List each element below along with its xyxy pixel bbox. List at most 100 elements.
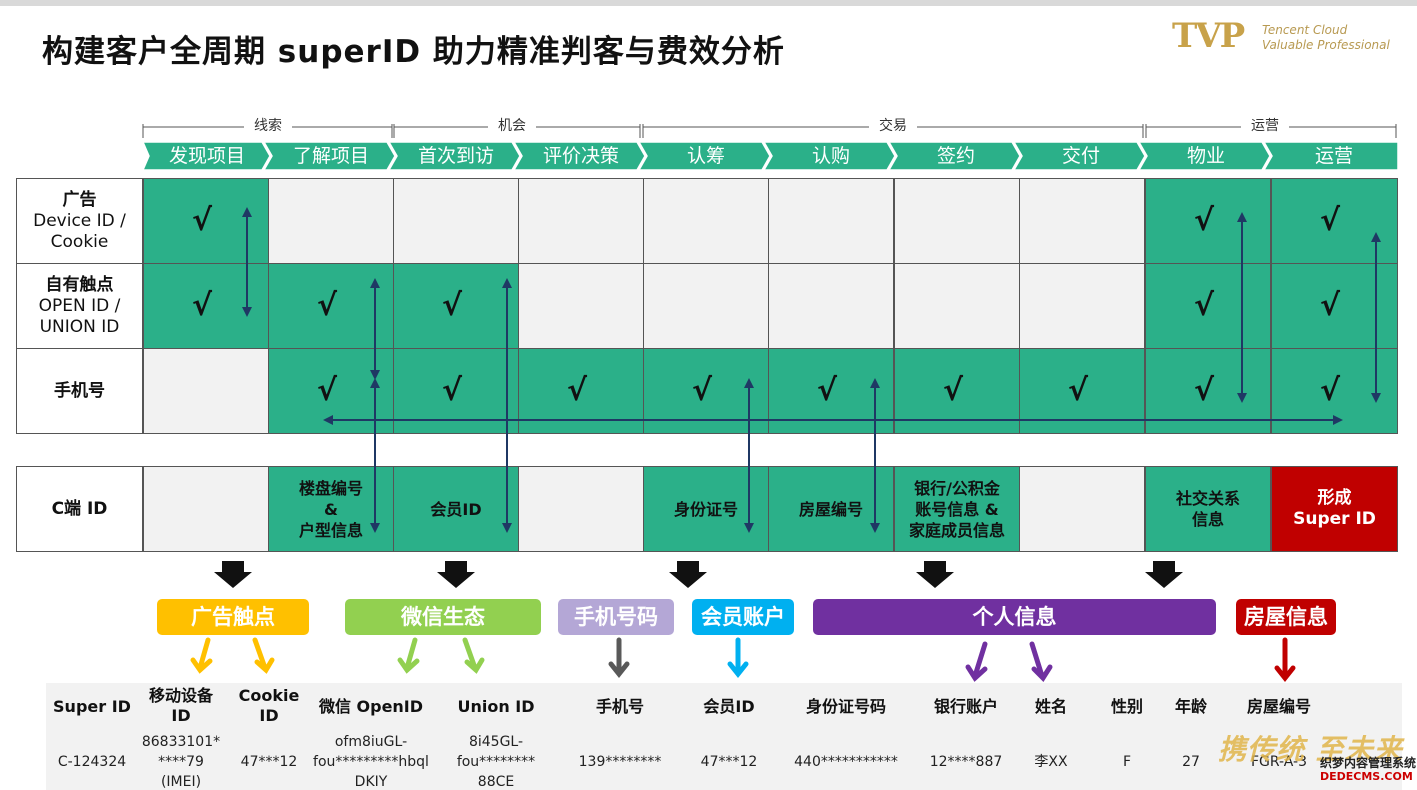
check-mark: √ bbox=[1319, 288, 1340, 323]
logo-mark: TVP bbox=[1172, 16, 1245, 56]
arrow-wechat-1 bbox=[397, 637, 420, 674]
field-value: F bbox=[1122, 754, 1132, 770]
row-label-phone: 手机号 bbox=[16, 348, 143, 434]
matrix-cell bbox=[768, 178, 894, 264]
category-member-account: 会员账户 bbox=[692, 599, 794, 635]
matrix-cell bbox=[768, 263, 894, 349]
stage-operate: 运营 bbox=[1314, 145, 1353, 167]
check-mark: √ bbox=[1319, 203, 1340, 238]
cid-cell bbox=[1019, 466, 1145, 552]
row-title: 自有触点 bbox=[45, 274, 114, 295]
category-house-info: 房屋信息 bbox=[1236, 599, 1336, 635]
matrix-cell bbox=[1019, 178, 1145, 264]
check-mark: √ bbox=[191, 203, 212, 238]
check-mark: √ bbox=[1067, 373, 1088, 408]
check-mark: √ bbox=[566, 373, 587, 408]
down-arrow-5 bbox=[1145, 561, 1183, 588]
row-label-own-touchpoint: 自有触点 OPEN ID / UNION ID bbox=[16, 263, 143, 349]
field-header: Cookie ID bbox=[238, 686, 300, 725]
field-value: 12****887 bbox=[929, 754, 1003, 770]
matrix-cell bbox=[143, 348, 269, 434]
field-header: 姓名 bbox=[1034, 697, 1067, 716]
cid-cell: 社交关系 信息 bbox=[1145, 466, 1271, 552]
field-value: 139******** bbox=[578, 754, 662, 770]
field-header: 房屋编号 bbox=[1246, 697, 1311, 716]
row-label-ad: 广告 Device ID / Cookie bbox=[16, 178, 143, 264]
row-title: 手机号 bbox=[54, 380, 105, 401]
field-header: 会员ID bbox=[703, 697, 755, 716]
field-value: 47***12 bbox=[700, 754, 758, 770]
field-header: 银行账户 bbox=[933, 697, 998, 716]
field-header: 身份证号码 bbox=[805, 697, 886, 716]
field-value: 27 bbox=[1182, 754, 1200, 770]
row-title: 广告 bbox=[62, 189, 97, 210]
category-wechat: 微信生态 bbox=[345, 599, 541, 635]
stage-understand: 了解项目 bbox=[292, 145, 369, 167]
field-value: FGR-A-3 bbox=[1250, 754, 1308, 770]
field-value: 8i45GL- fou******** 88CE bbox=[456, 734, 536, 790]
stage-discover: 发现项目 bbox=[168, 145, 245, 167]
field-value: 47***12 bbox=[240, 754, 298, 770]
cid-cell bbox=[143, 466, 269, 552]
check-mark: √ bbox=[691, 373, 712, 408]
tvp-logo: TVP Tencent Cloud Valuable Professional bbox=[1172, 16, 1392, 60]
logo-line-2: Valuable Professional bbox=[1262, 38, 1390, 52]
check-mark: √ bbox=[1193, 203, 1214, 238]
category-phone-number: 手机号码 bbox=[558, 599, 674, 635]
arrow-member bbox=[727, 637, 749, 679]
arrow-wechat-2 bbox=[462, 637, 485, 674]
field-header: 年龄 bbox=[1174, 697, 1207, 716]
down-arrow-3 bbox=[669, 561, 707, 588]
watermark-cms: 织梦内容管理系统 bbox=[1320, 756, 1417, 770]
stage-property: 物业 bbox=[1186, 145, 1225, 167]
arrow-ad-touch-1 bbox=[190, 637, 213, 674]
matrix-cell bbox=[393, 178, 519, 264]
matrix-cell bbox=[894, 263, 1020, 349]
top-bar bbox=[0, 0, 1417, 6]
check-mark: √ bbox=[1319, 373, 1340, 408]
check-mark: √ bbox=[942, 373, 963, 408]
field-value: C-124324 bbox=[57, 754, 127, 770]
arrow-phone-number bbox=[608, 637, 630, 679]
arrow-personal-2 bbox=[1029, 641, 1053, 682]
check-mark: √ bbox=[816, 373, 837, 408]
stage-subscribe: 认购 bbox=[811, 145, 850, 167]
logo-line-1: Tencent Cloud bbox=[1262, 23, 1348, 37]
matrix-cell bbox=[1019, 263, 1145, 349]
field-value: 李XX bbox=[1034, 754, 1068, 770]
row-sub: Cookie bbox=[50, 231, 109, 252]
arrow-personal-1 bbox=[965, 641, 988, 682]
phase-label-transaction: 交易 bbox=[869, 118, 917, 134]
field-header: 手机号 bbox=[595, 697, 644, 716]
field-header: 性别 bbox=[1110, 697, 1143, 716]
down-arrow-2 bbox=[437, 561, 475, 588]
check-mark: √ bbox=[191, 288, 212, 323]
stage-sign: 签约 bbox=[936, 145, 975, 167]
down-arrow-4 bbox=[916, 561, 954, 588]
phase-label-clue: 线索 bbox=[244, 118, 292, 134]
cid-cell: 银行/公积金 账号信息 & 家庭成员信息 bbox=[894, 466, 1020, 552]
matrix-cell bbox=[643, 178, 769, 264]
phase-label-operation: 运营 bbox=[1241, 118, 1289, 134]
row-sub: OPEN ID / bbox=[38, 295, 121, 316]
check-mark: √ bbox=[1193, 373, 1214, 408]
matrix-cell bbox=[1145, 263, 1271, 349]
matrix-cell bbox=[643, 263, 769, 349]
check-mark: √ bbox=[441, 373, 462, 408]
field-value: 86833101* ****79 (IMEI) bbox=[141, 734, 221, 790]
field-header: 微信 OpenID bbox=[318, 697, 424, 716]
check-mark: √ bbox=[441, 288, 462, 323]
field-header: Super ID bbox=[53, 697, 131, 716]
matrix-cell bbox=[1145, 178, 1271, 264]
arrow-ad-touch-2 bbox=[252, 637, 275, 674]
field-value: ofm8iuGL- fou*********hbql DKIY bbox=[313, 734, 429, 790]
category-personal-info: 个人信息 bbox=[813, 599, 1216, 635]
watermark-slogan: 携传统 至未来 bbox=[1218, 733, 1403, 766]
stage-deliver: 交付 bbox=[1061, 145, 1100, 167]
stage-evaluate: 评价决策 bbox=[542, 145, 619, 167]
arrow-house bbox=[1274, 637, 1296, 683]
watermark-domain: DEDECMS.COM bbox=[1320, 770, 1413, 783]
category-ad-touchpoint: 广告触点 bbox=[157, 599, 309, 635]
